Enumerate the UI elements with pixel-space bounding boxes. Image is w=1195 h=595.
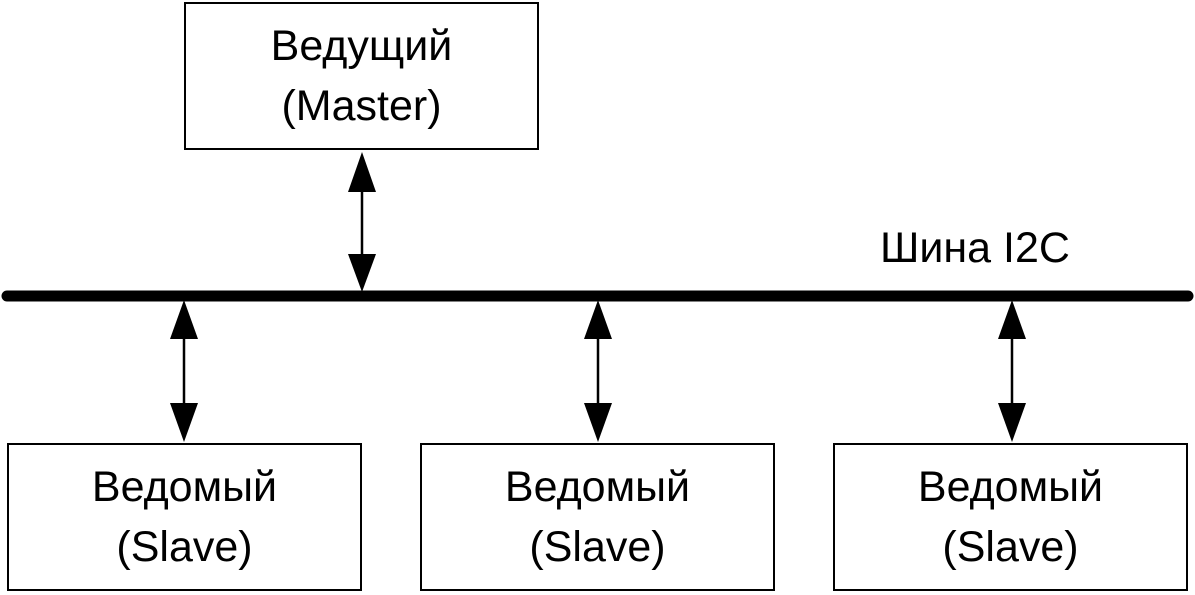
- master-subtitle: (Master): [281, 82, 442, 130]
- slave-node-3: Ведомый (Slave): [833, 443, 1188, 591]
- master-node: Ведущий (Master): [184, 2, 539, 150]
- slave-1-title: Ведомый: [91, 463, 278, 511]
- slave-2-title: Ведомый: [504, 463, 691, 511]
- master-bus-arrow: [348, 152, 376, 292]
- bus-label: Шина I2C: [880, 224, 1070, 272]
- slave-3-subtitle: (Slave): [942, 523, 1079, 571]
- slave-node-2: Ведомый (Slave): [420, 443, 775, 591]
- slave-1-bus-arrow: [170, 300, 198, 442]
- slave-1-subtitle: (Slave): [116, 523, 253, 571]
- slave-2-subtitle: (Slave): [529, 523, 666, 571]
- slave-2-bus-arrow: [584, 300, 612, 442]
- master-title: Ведущий: [270, 22, 453, 70]
- slave-3-bus-arrow: [998, 300, 1026, 442]
- slave-3-title: Ведомый: [917, 463, 1104, 511]
- slave-node-1: Ведомый (Slave): [7, 443, 362, 591]
